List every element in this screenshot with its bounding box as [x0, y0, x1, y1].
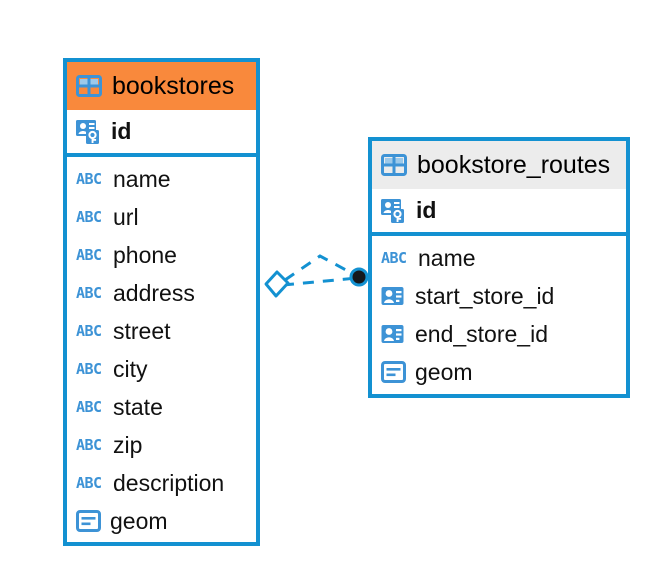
- field-row[interactable]: ABC city: [67, 350, 256, 388]
- primary-key-icon: [381, 198, 407, 224]
- entity-title: bookstores: [112, 71, 235, 100]
- foreign-key-icon: [381, 286, 406, 307]
- diamond-marker: [264, 270, 290, 298]
- entity-header-bookstore-routes[interactable]: bookstore_routes: [372, 141, 626, 189]
- foreign-key-icon: [381, 324, 406, 345]
- field-row[interactable]: ABC description: [67, 464, 256, 502]
- relationship-line-upper: [284, 254, 358, 282]
- text-type-icon: ABC: [76, 284, 102, 302]
- field-label: description: [113, 469, 225, 496]
- primary-key-label: id: [416, 197, 437, 223]
- field-label: address: [113, 279, 195, 306]
- field-label: city: [113, 355, 148, 382]
- geometry-type-icon: [381, 361, 406, 383]
- text-type-icon: ABC: [76, 246, 102, 264]
- table-icon: [76, 75, 102, 97]
- field-label: start_store_id: [415, 282, 555, 309]
- table-icon: [381, 154, 407, 176]
- text-type-icon: ABC: [76, 208, 102, 226]
- field-row[interactable]: ABC name: [67, 160, 256, 198]
- field-row[interactable]: start_store_id: [372, 277, 626, 315]
- field-label: phone: [113, 241, 177, 268]
- text-type-icon: ABC: [76, 322, 102, 340]
- field-label: state: [113, 393, 163, 420]
- entity-bookstores[interactable]: bookstores id: [63, 58, 260, 546]
- field-label: geom: [415, 358, 473, 385]
- field-row[interactable]: ABC name: [372, 239, 626, 277]
- filled-circle-marker: [349, 267, 369, 287]
- geometry-type-icon: [76, 510, 101, 532]
- field-label: zip: [113, 431, 143, 458]
- field-list-bookstores: ABC name ABC url ABC phone ABC address A…: [67, 157, 256, 544]
- entity-bookstore-routes[interactable]: bookstore_routes id: [368, 137, 630, 398]
- field-row[interactable]: geom: [372, 353, 626, 391]
- field-list-bookstore-routes: ABC name start_store_id: [372, 236, 626, 395]
- text-type-icon: ABC: [381, 249, 407, 267]
- field-label: street: [113, 317, 171, 344]
- field-row[interactable]: ABC address: [67, 274, 256, 312]
- field-row[interactable]: ABC street: [67, 312, 256, 350]
- field-label: url: [113, 203, 139, 230]
- field-label: end_store_id: [415, 320, 548, 347]
- field-label: geom: [110, 507, 168, 534]
- text-type-icon: ABC: [76, 436, 102, 454]
- text-type-icon: ABC: [76, 360, 102, 378]
- primary-key-label: id: [111, 118, 132, 144]
- primary-key-row[interactable]: id: [67, 110, 256, 157]
- text-type-icon: ABC: [76, 170, 102, 188]
- relationship-line-lower: [282, 276, 358, 287]
- field-row[interactable]: ABC url: [67, 198, 256, 236]
- field-row[interactable]: end_store_id: [372, 315, 626, 353]
- field-row[interactable]: geom: [67, 502, 256, 540]
- entity-title: bookstore_routes: [417, 150, 611, 179]
- primary-key-row[interactable]: id: [372, 189, 626, 236]
- text-type-icon: ABC: [76, 474, 102, 492]
- text-type-icon: ABC: [76, 398, 102, 416]
- field-row[interactable]: ABC state: [67, 388, 256, 426]
- field-label: name: [113, 165, 171, 192]
- field-row[interactable]: ABC phone: [67, 236, 256, 274]
- field-row[interactable]: ABC zip: [67, 426, 256, 464]
- entity-header-bookstores[interactable]: bookstores: [67, 62, 256, 110]
- primary-key-icon: [76, 119, 102, 145]
- field-label: name: [418, 244, 476, 271]
